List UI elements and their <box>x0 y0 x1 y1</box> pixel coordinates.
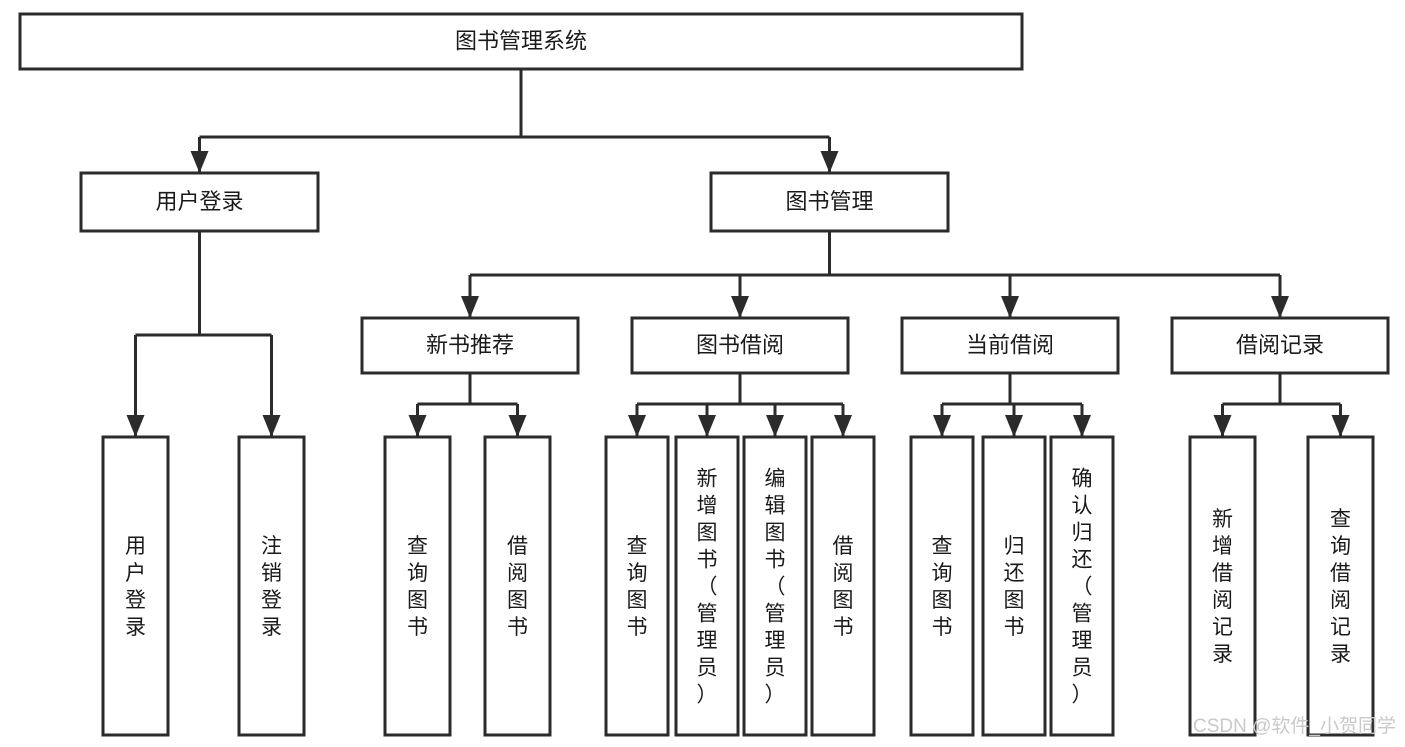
node-leaf-borrow-book-2-label: 借阅图书 <box>833 535 854 639</box>
current-borrow-arrow-1 <box>1005 415 1023 437</box>
node-leaf-borrow-book-1[interactable]: 借阅图书 <box>483 435 552 737</box>
node-leaf-borrow-book-2[interactable]: 借阅图书 <box>810 435 876 737</box>
node-leaf-query-book-2-label: 查询图书 <box>627 535 648 639</box>
node-new-book-rec-label: 新书推荐 <box>426 332 514 357</box>
user-login-arrow-1 <box>262 415 281 437</box>
node-leaf-query-book-3-box[interactable] <box>909 435 975 737</box>
node-leaf-query-book-3[interactable]: 查询图书 <box>909 435 975 737</box>
node-current-borrow[interactable]: 当前借阅 <box>900 316 1120 375</box>
node-leaf-query-book-1-box[interactable] <box>383 435 452 737</box>
book-manage-arrow-2 <box>1001 296 1019 318</box>
borrow-record-arrow-1 <box>1331 415 1350 437</box>
user-login-arrow-0 <box>126 415 145 437</box>
csdn-watermark: CSDN @软件_小贺同学 <box>1193 715 1396 737</box>
book-manage-arrow-1 <box>731 296 749 318</box>
node-root-system[interactable]: 图书管理系统 <box>18 12 1024 71</box>
node-leaf-query-book-1-label: 查询图书 <box>407 535 428 639</box>
node-user-login[interactable]: 用户登录 <box>79 171 320 233</box>
node-leaf-logout-label: 注销登录 <box>261 535 282 639</box>
node-leaf-user-login-box[interactable] <box>101 435 170 737</box>
root-arrow-0 <box>190 151 209 173</box>
node-leaf-confirm-return[interactable]: 确认归还（管理员） <box>1049 435 1115 737</box>
node-leaf-add-book[interactable]: 新增图书（管理员） <box>674 435 740 737</box>
node-book-borrow-label: 图书借阅 <box>696 332 784 357</box>
node-leaf-user-login-label: 用户登录 <box>125 535 146 639</box>
node-borrow-record-label: 借阅记录 <box>1236 332 1324 357</box>
node-leaf-query-book-2-box[interactable] <box>604 435 670 737</box>
node-book-borrow-box[interactable] <box>630 316 850 375</box>
node-leaf-edit-book-label: 编辑图书（管理员） <box>765 468 786 707</box>
book-borrow-arrow-2 <box>766 415 784 437</box>
node-leaf-add-book-box[interactable] <box>674 435 740 737</box>
current-borrow-arrow-0 <box>933 415 951 437</box>
node-leaf-query-record-label: 查询借阅记录 <box>1330 508 1351 666</box>
node-new-book-rec[interactable]: 新书推荐 <box>360 316 580 375</box>
node-book-borrow[interactable]: 图书借阅 <box>630 316 850 375</box>
node-book-manage-label: 图书管理 <box>785 189 873 214</box>
node-borrow-record[interactable]: 借阅记录 <box>1170 316 1390 375</box>
book-borrow-arrow-3 <box>834 415 852 437</box>
node-leaf-query-book-3-label: 查询图书 <box>932 535 953 639</box>
node-current-borrow-box[interactable] <box>900 316 1120 375</box>
node-leaf-return-book-box[interactable] <box>981 435 1047 737</box>
node-leaf-logout[interactable]: 注销登录 <box>237 435 306 737</box>
book-manage-arrow-3 <box>1271 296 1289 318</box>
new-book-rec-arrow-1 <box>508 415 527 437</box>
node-layer: 图书管理系统用户登录图书管理新书推荐图书借阅当前借阅借阅记录用户登录注销登录查询… <box>18 12 1390 737</box>
node-leaf-user-login[interactable]: 用户登录 <box>101 435 170 737</box>
node-leaf-add-record-label: 新增借阅记录 <box>1212 508 1233 666</box>
node-root-system-box[interactable] <box>18 12 1024 71</box>
node-leaf-borrow-book-1-label: 借阅图书 <box>507 535 528 639</box>
node-new-book-rec-box[interactable] <box>360 316 580 375</box>
node-leaf-return-book[interactable]: 归还图书 <box>981 435 1047 737</box>
node-leaf-borrow-book-1-box[interactable] <box>483 435 552 737</box>
node-leaf-query-book-2[interactable]: 查询图书 <box>604 435 670 737</box>
node-book-manage[interactable]: 图书管理 <box>709 171 950 233</box>
new-book-rec-arrow-0 <box>408 415 427 437</box>
node-leaf-logout-box[interactable] <box>237 435 306 737</box>
node-leaf-edit-book[interactable]: 编辑图书（管理员） <box>742 435 808 737</box>
node-book-manage-box[interactable] <box>709 171 950 233</box>
node-leaf-query-record[interactable]: 查询借阅记录 <box>1306 435 1375 737</box>
node-root-system-label: 图书管理系统 <box>455 28 587 53</box>
node-leaf-confirm-return-box[interactable] <box>1049 435 1115 737</box>
book-manage-arrow-0 <box>461 296 479 318</box>
node-leaf-borrow-book-2-box[interactable] <box>810 435 876 737</box>
node-leaf-edit-book-box[interactable] <box>742 435 808 737</box>
root-arrow-1 <box>820 151 839 173</box>
node-leaf-add-book-label: 新增图书（管理员） <box>697 468 718 707</box>
node-leaf-query-record-box[interactable] <box>1306 435 1375 737</box>
node-user-login-label: 用户登录 <box>155 189 243 214</box>
borrow-record-arrow-0 <box>1213 415 1232 437</box>
node-borrow-record-box[interactable] <box>1170 316 1390 375</box>
current-borrow-arrow-2 <box>1073 415 1091 437</box>
connector-layer <box>126 69 1350 437</box>
book-borrow-arrow-1 <box>698 415 716 437</box>
node-leaf-confirm-return-label: 确认归还（管理员） <box>1072 468 1093 707</box>
node-leaf-return-book-label: 归还图书 <box>1004 535 1025 639</box>
node-user-login-box[interactable] <box>79 171 320 233</box>
node-current-borrow-label: 当前借阅 <box>966 332 1054 357</box>
node-leaf-add-record[interactable]: 新增借阅记录 <box>1188 435 1257 737</box>
node-leaf-add-record-box[interactable] <box>1188 435 1257 737</box>
node-leaf-query-book-1[interactable]: 查询图书 <box>383 435 452 737</box>
book-borrow-arrow-0 <box>628 415 646 437</box>
